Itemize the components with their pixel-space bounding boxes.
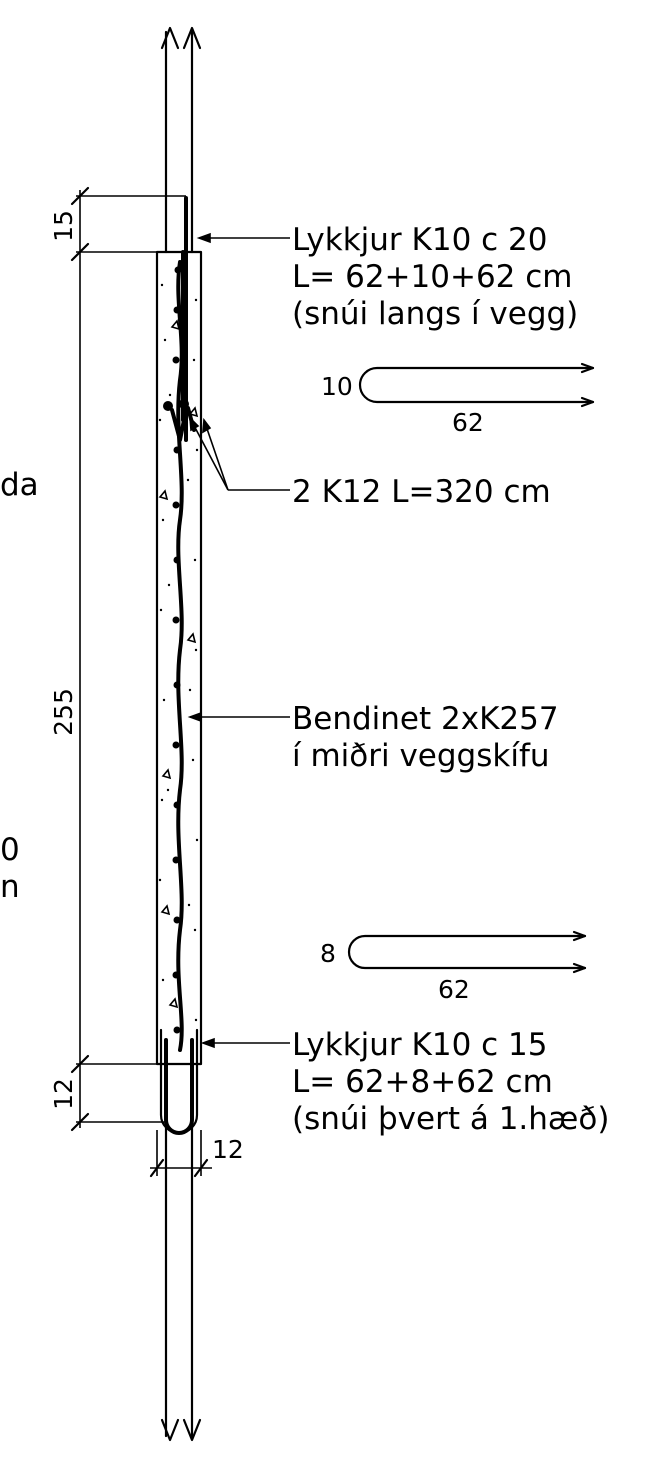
bottom-shape-length: 62 (438, 975, 470, 1004)
vertical-dimension-line (70, 186, 186, 1132)
mesh-line1: Bendinet 2xK257 (292, 701, 559, 737)
concrete-aggregate (158, 319, 199, 1009)
mesh-annotation: Bendinet 2xK257 í miðri veggskífu (292, 701, 559, 774)
top-loops-line1: Lykkjur K10 c 20 (292, 222, 548, 258)
top-loops-line3: (snúi langs í vegg) (292, 296, 578, 332)
wall-section (155, 250, 203, 1066)
width-dimension-line (149, 1130, 212, 1178)
top-shape-length: 62 (452, 408, 484, 437)
bottom-shape-height: 8 (320, 939, 336, 968)
dim-top: 15 (49, 210, 78, 242)
dim-width: 12 (212, 1135, 244, 1164)
edge-text-da: da (0, 467, 39, 503)
edge-text-n: n (0, 869, 20, 905)
mesh-bar-dots (172, 266, 182, 1034)
top-bending-shape: 10 62 (321, 362, 595, 437)
top-shape-height: 10 (321, 372, 353, 401)
dim-bottom: 12 (49, 1078, 78, 1110)
top-loops-line2: L= 62+10+62 cm (292, 259, 572, 295)
bottom-loops-line1: Lykkjur K10 c 15 (292, 1027, 548, 1063)
bottom-bending-shape: 8 62 (320, 930, 587, 1004)
bottom-loop-bar (159, 1028, 199, 1135)
dim-height: 255 (49, 688, 78, 736)
upper-wall-lines (160, 26, 202, 254)
top-loops-annotation: Lykkjur K10 c 20 L= 62+10+62 cm (snúi la… (292, 222, 578, 332)
leader-lines (187, 232, 290, 1049)
bottom-loops-annotation: Lykkjur K10 c 15 L= 62+8+62 cm (snúi þve… (292, 1027, 609, 1137)
bars-annotation: 2 K12 L=320 cm (292, 474, 551, 510)
bottom-loops-line3: (snúi þvert á 1.hæð) (292, 1101, 609, 1137)
edge-text-0: 0 (0, 832, 20, 868)
lower-wall-lines (160, 1123, 202, 1442)
bottom-loops-line2: L= 62+8+62 cm (292, 1064, 553, 1100)
mesh-line2: í miðri veggskífu (292, 738, 550, 774)
concrete-stipple (158, 283, 199, 1022)
mesh-reinforcement (176, 260, 184, 1052)
